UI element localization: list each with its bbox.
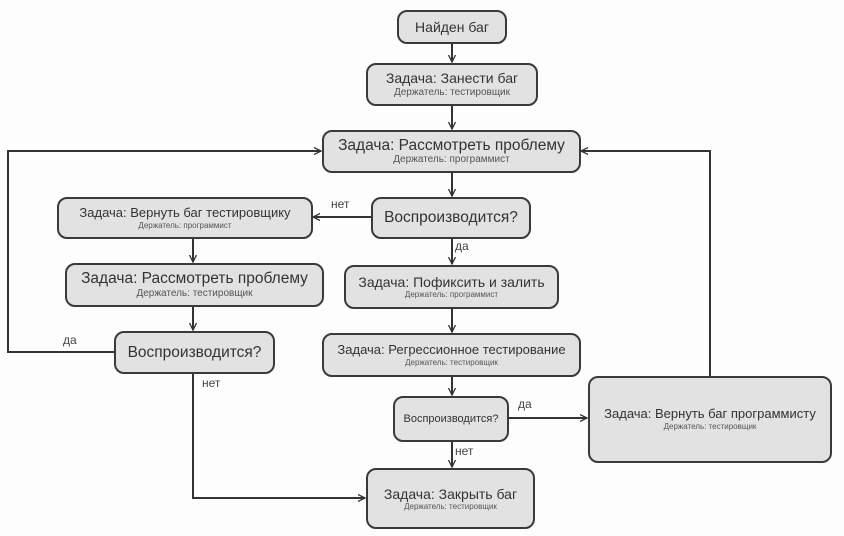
node-title: Задача: Вернуть баг программисту [604, 406, 816, 422]
node-review-tester[interactable]: Задача: Рассмотреть проблему Держатель: … [65, 263, 324, 307]
node-holder: Держатель: программист [393, 154, 510, 166]
node-title: Задача: Регрессионное тестирование [337, 341, 566, 357]
node-holder: Держатель: тестировщик [393, 86, 511, 98]
edge-label-r1-yes: да [455, 239, 469, 253]
node-close-bug[interactable]: Задача: Закрыть баг Держатель: тестировщ… [366, 468, 535, 529]
node-title: Задача: Пофиксить и залить [358, 274, 545, 291]
edge-return-dev-loop [581, 151, 711, 376]
node-return-to-tester[interactable]: Задача: Вернуть баг тестировщику Держате… [57, 197, 313, 239]
node-holder: Держатель: программист [138, 220, 232, 230]
edge-label-r3-yes: да [518, 397, 532, 411]
edge-r2-no-to-close [192, 373, 365, 498]
node-holder: Держатель: тестировщик [663, 422, 757, 432]
edge-label-r2-no: нет [202, 376, 221, 390]
node-title: Воспроизводится? [403, 412, 499, 425]
node-holder: Держатель: тестировщик [404, 501, 497, 511]
node-title: Найден баг [415, 18, 489, 35]
node-title: Воспроизводится? [127, 343, 262, 361]
node-holder: Держатель: тестировщик [405, 357, 498, 367]
node-title: Задача: Занести баг [385, 70, 519, 87]
node-review-dev[interactable]: Задача: Рассмотреть проблему Держатель: … [322, 130, 581, 173]
edge-label-r2-yes: да [63, 333, 77, 347]
edge-label-r1-no: нет [331, 197, 350, 211]
node-log-bug[interactable]: Задача: Занести баг Держатель: тестировщ… [366, 63, 538, 106]
node-title: Воспроизводится? [384, 209, 518, 227]
node-fix-commit[interactable]: Задача: Пофиксить и залить Держатель: пр… [344, 265, 559, 309]
node-holder: Держатель: программист [404, 290, 499, 300]
node-found-bug[interactable]: Найден баг [397, 10, 507, 44]
node-return-to-dev[interactable]: Задача: Вернуть баг программисту Держате… [588, 376, 832, 463]
node-regression[interactable]: Задача: Регрессионное тестирование Держа… [322, 333, 581, 377]
node-title: Задача: Закрыть баг [383, 485, 518, 502]
node-reproducible-2[interactable]: Воспроизводится? [114, 331, 275, 374]
edge-label-r3-no: нет [455, 444, 474, 458]
node-holder: Держатель: тестировщик [136, 287, 253, 299]
node-title: Задача: Рассмотреть проблему [338, 136, 565, 154]
edge-r2-yes-loop [7, 151, 321, 353]
node-reproducible-3[interactable]: Воспроизводится? [393, 396, 509, 442]
node-reproducible-1[interactable]: Воспроизводится? [371, 197, 531, 239]
node-title: Задача: Вернуть баг тестировщику [79, 204, 291, 220]
node-title: Задача: Рассмотреть проблему [81, 270, 308, 288]
